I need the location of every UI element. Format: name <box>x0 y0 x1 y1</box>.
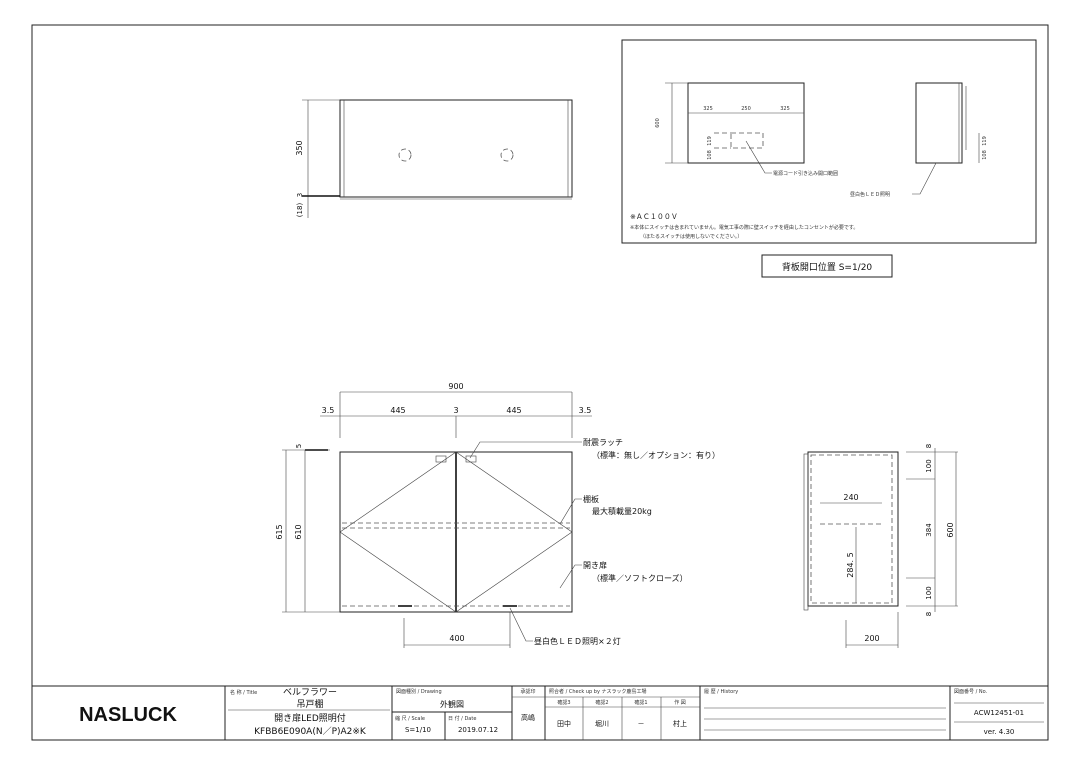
note-ac100v: ※ＡＣ１００Ｖ <box>630 213 678 221</box>
svg-text:119: 119 <box>707 136 713 146</box>
svg-text:600: 600 <box>946 522 955 537</box>
svg-text:610: 610 <box>294 524 303 539</box>
svg-text:3.5: 3.5 <box>322 406 335 415</box>
svg-text:－: － <box>638 720 645 728</box>
dim-total-width: 900 <box>448 382 463 391</box>
svg-text:作 図: 作 図 <box>674 699 686 706</box>
drawing-type: 外観図 <box>440 699 464 709</box>
svg-text:図面番号 / No.: 図面番号 / No. <box>954 688 988 695</box>
date: 2019.07.12 <box>458 726 498 734</box>
svg-text:200: 200 <box>864 634 879 643</box>
svg-text:108: 108 <box>707 150 713 160</box>
front-view: 900 3.5 445 3 445 3.5 615 610 5 400 耐震ラッ… <box>275 382 720 648</box>
latch-label: 耐震ラッチ <box>583 437 623 447</box>
latch <box>435 455 447 463</box>
dim-offset: (18) <box>296 203 304 218</box>
svg-text:（標準：無し／オプション：有り）: （標準：無し／オプション：有り） <box>592 450 720 460</box>
svg-text:119: 119 <box>982 136 988 146</box>
svg-text:108: 108 <box>982 150 988 160</box>
caption-box <box>761 254 893 278</box>
drawing-number: ACW12451-01 <box>974 709 1024 717</box>
dim-left: 325 <box>703 106 713 112</box>
product-type: 吊戸棚 <box>296 698 323 710</box>
svg-text:8: 8 <box>925 612 933 616</box>
svg-text:堀川: 堀川 <box>595 719 609 728</box>
led-label: 昼白色ＬＥＤ照明 <box>850 191 890 198</box>
svg-text:445: 445 <box>390 406 405 415</box>
door-label: 開き扉 <box>583 560 607 570</box>
svg-text:最大積載量20kg: 最大積載量20kg <box>592 506 652 516</box>
nasluck-logo: NASLUCK <box>79 704 177 726</box>
note-switch: ※本体にスイッチは含まれていません。電気工事の際に壁スイッチを経由したコンセント… <box>630 224 858 231</box>
top-view-outline <box>339 99 573 198</box>
svg-text:履 歴 / History: 履 歴 / History <box>704 689 738 695</box>
svg-text:100: 100 <box>925 586 933 599</box>
svg-text:図面種別 / Drawing: 図面種別 / Drawing <box>396 688 442 695</box>
top-view: 350 3 (18) <box>295 99 573 218</box>
svg-text:384: 384 <box>925 523 933 537</box>
svg-text:照合者 / Check up by ナスラック鹿島工場: 照合者 / Check up by ナスラック鹿島工場 <box>549 688 647 695</box>
svg-text:田中: 田中 <box>557 719 571 728</box>
side-outline <box>807 451 899 607</box>
svg-text:（標準／ソフトクローズ）: （標準／ソフトクローズ） <box>592 573 688 583</box>
note-hotaru: （ほたるスイッチは使用しないでください。） <box>640 233 742 240</box>
title-block: NASLUCK 名 称 / Title ベルフラワー 吊戸棚 開き扉LED照明付… <box>31 685 1049 741</box>
svg-text:284. 5: 284. 5 <box>846 552 855 577</box>
svg-text:日 付 / Date: 日 付 / Date <box>448 715 476 722</box>
svg-text:240: 240 <box>843 493 858 502</box>
svg-text:確認1: 確認1 <box>634 699 647 706</box>
svg-text:名 称 / Title: 名 称 / Title <box>230 689 257 696</box>
dim-right: 325 <box>780 106 790 112</box>
drawing-frame <box>31 24 1049 741</box>
dim-gap: 3 <box>296 193 304 197</box>
door-swing-lines <box>339 451 573 613</box>
detail-caption: 背板開口位置 S=1/20 <box>782 261 873 273</box>
scale: S=1/10 <box>405 726 431 734</box>
svg-text:3.5: 3.5 <box>579 406 592 415</box>
cord-hole <box>398 148 412 162</box>
product-series: ベルフラワー <box>283 687 337 698</box>
detail-frame <box>621 39 1037 244</box>
svg-text:3: 3 <box>453 406 458 415</box>
product-option: 開き扉LED照明付 <box>274 712 346 724</box>
approver: 高嶋 <box>521 713 535 722</box>
svg-text:400: 400 <box>449 634 464 643</box>
svg-text:確認2: 確認2 <box>595 699 608 706</box>
led-label: 昼白色ＬＥＤ照明×２灯 <box>534 636 621 646</box>
cord-opening <box>730 132 764 149</box>
dim-center: 250 <box>741 106 751 112</box>
cord-opening-label: 電源コード引き込み開口範囲 <box>773 170 838 177</box>
svg-text:縮 尺 / Scale: 縮 尺 / Scale <box>395 715 425 722</box>
svg-text:5: 5 <box>295 444 303 448</box>
side-view: 240 284. 5 8 100 384 100 8 600 200 <box>803 444 958 648</box>
dim-height: 600 <box>655 118 661 128</box>
svg-text:確認3: 確認3 <box>557 699 570 706</box>
svg-text:615: 615 <box>275 524 284 539</box>
back-panel-detail: 600 325 250 325 119 108 電源コード引き込み開口範囲 11… <box>621 39 1037 278</box>
shelf-label: 棚板 <box>583 494 599 504</box>
model-number: KFBB6E090A(N／P)A2※K <box>254 726 367 737</box>
version: ver. 4.30 <box>984 728 1015 736</box>
cord-hole <box>500 148 514 162</box>
svg-text:承認印: 承認印 <box>520 688 535 695</box>
svg-text:8: 8 <box>925 444 933 448</box>
svg-text:100: 100 <box>925 459 933 472</box>
svg-text:445: 445 <box>506 406 521 415</box>
svg-text:村上: 村上 <box>673 719 687 728</box>
dim-depth: 350 <box>295 140 304 155</box>
